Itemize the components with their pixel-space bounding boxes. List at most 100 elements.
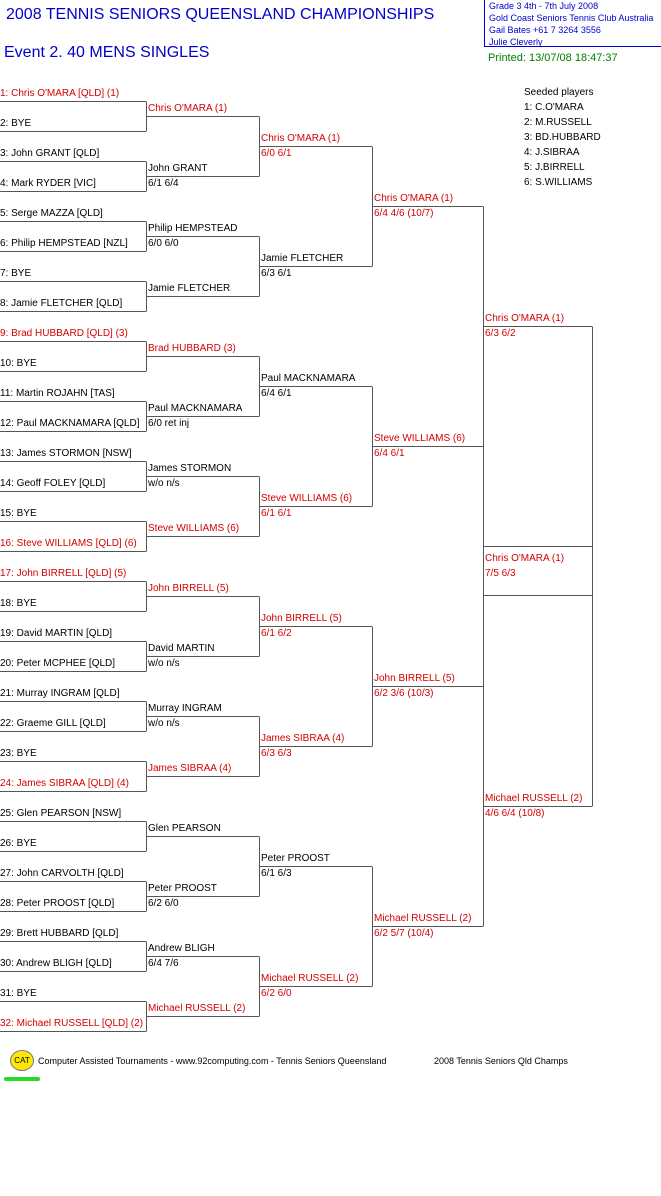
score-r3-5: 6/1 6/2	[261, 628, 292, 639]
entry-r1-24: 24: James SIBRAA [QLD] (4)	[0, 778, 129, 789]
seed-2: 2: M.RUSSELL	[524, 117, 592, 128]
winner-r3-1: Chris O'MARA (1)	[261, 133, 341, 144]
winner-r2-14: Peter PROOST	[148, 883, 217, 894]
seed-5: 5: J.BIRRELL	[524, 162, 585, 173]
entry-r1-2: 2: BYE	[0, 118, 32, 129]
winner-r2-15: Andrew BLIGH	[148, 943, 215, 954]
winner-r3-2: Jamie FLETCHER	[261, 253, 344, 264]
entry-r1-32: 32: Michael RUSSELL [QLD] (2)	[0, 1018, 144, 1029]
event-title: Event 2. 40 MENS SINGLES	[4, 44, 210, 61]
score-r3-4: 6/1 6/1	[261, 508, 292, 519]
winner-r2-6: Paul MACKNAMARA	[148, 403, 243, 414]
entry-r1-28: 28: Peter PROOST [QLD]	[0, 898, 115, 909]
score-r2-2: 6/1 6/4	[148, 178, 179, 189]
entry-r1-21: 21: Murray INGRAM [QLD]	[0, 688, 120, 699]
winner-r2-8: Steve WILLIAMS (6)	[148, 523, 240, 534]
winner-r3-8: Michael RUSSELL (2)	[261, 973, 359, 984]
seeded-players-heading: Seeded players	[524, 87, 594, 98]
score-r2-10: w/o n/s	[148, 658, 180, 669]
winner-r3-4: Steve WILLIAMS (6)	[261, 493, 353, 504]
score-r2-3: 6/0 6/0	[148, 238, 179, 249]
winner-r2-2: John GRANT	[148, 163, 208, 174]
score-r4-3: 6/2 3/6 (10/3)	[374, 688, 434, 699]
winner-r2-3: Philip HEMPSTEAD	[148, 223, 238, 234]
champion-score: 7/5 6/3	[485, 568, 516, 579]
entry-r1-27: 27: John CARVOLTH [QLD]	[0, 868, 124, 879]
winner-r2-10: David MARTIN	[148, 643, 215, 654]
score-r3-3: 6/4 6/1	[261, 388, 292, 399]
entry-r1-13: 13: James STORMON [NSW]	[0, 448, 132, 459]
winner-r5-1: Chris O'MARA (1)	[485, 313, 565, 324]
winner-r3-3: Paul MACKNAMARA	[261, 373, 356, 384]
score-r3-7: 6/1 6/3	[261, 868, 292, 879]
seed-3: 3: BD.HUBBARD	[524, 132, 601, 143]
entry-r1-7: 7: BYE	[0, 268, 32, 279]
winner-r2-12: James SIBRAA (4)	[148, 763, 232, 774]
winner-r2-16: Michael RUSSELL (2)	[148, 1003, 246, 1014]
score-r2-6: 6/0 ret inj	[148, 418, 190, 429]
winner-r3-5: John BIRRELL (5)	[261, 613, 342, 624]
entry-r1-25: 25: Glen PEARSON [NSW]	[0, 808, 122, 819]
score-r2-15: 6/4 7/6	[148, 958, 179, 969]
entry-r1-26: 26: BYE	[0, 838, 37, 849]
entry-r1-11: 11: Martin ROJAHN [TAS]	[0, 388, 115, 399]
entry-r1-18: 18: BYE	[0, 598, 37, 609]
score-r4-2: 6/4 6/1	[374, 448, 405, 459]
entry-r1-4: 4: Mark RYDER [VIC]	[0, 178, 96, 189]
winner-r2-4: Jamie FLETCHER	[148, 283, 231, 294]
entry-r1-16: 16: Steve WILLIAMS [QLD] (6)	[0, 538, 137, 549]
entry-r1-12: 12: Paul MACKNAMARA [QLD]	[0, 418, 140, 429]
cat-logo: CAT	[10, 1050, 34, 1071]
entry-r1-14: 14: Geoff FOLEY [QLD]	[0, 478, 106, 489]
seed-4: 4: J.SIBRAA	[524, 147, 580, 158]
printed-timestamp: Printed: 13/07/08 18:47:37	[488, 52, 618, 64]
winner-r5-2: Michael RUSSELL (2)	[485, 793, 583, 804]
entry-r1-29: 29: Brett HUBBARD [QLD]	[0, 928, 119, 939]
entry-r1-8: 8: Jamie FLETCHER [QLD]	[0, 298, 123, 309]
info-club: Gold Coast Seniors Tennis Club Australia	[489, 13, 654, 23]
info-referee: Julie Cleverly	[489, 37, 543, 47]
seed-1: 1: C.O'MARA	[524, 102, 584, 113]
cat-logo-underline	[4, 1077, 40, 1081]
footer-credit: Computer Assisted Tournaments - www.92co…	[38, 1056, 387, 1066]
score-r5-1: 6/3 6/2	[485, 328, 516, 339]
winner-r2-5: Brad HUBBARD (3)	[148, 343, 236, 354]
winner-r2-13: Glen PEARSON	[148, 823, 221, 834]
entry-r1-22: 22: Graeme GILL [QLD]	[0, 718, 106, 729]
winner-r2-9: John BIRRELL (5)	[148, 583, 229, 594]
winner-r4-2: Steve WILLIAMS (6)	[374, 433, 466, 444]
tournament-info-box: Grade 3 4th - 7th July 2008 Gold Coast S…	[484, 0, 661, 47]
winner-r4-3: John BIRRELL (5)	[374, 673, 455, 684]
score-r4-4: 6/2 5/7 (10/4)	[374, 928, 434, 939]
entry-r1-20: 20: Peter MCPHEE [QLD]	[0, 658, 116, 669]
score-r3-6: 6/3 6/3	[261, 748, 292, 759]
entry-r1-9: 9: Brad HUBBARD [QLD] (3)	[0, 328, 128, 339]
entry-r1-6: 6: Philip HEMPSTEAD [NZL]	[0, 238, 128, 249]
score-r5-2: 4/6 6/4 (10/8)	[485, 808, 545, 819]
entry-r1-30: 30: Andrew BLIGH [QLD]	[0, 958, 112, 969]
score-r3-1: 6/0 6/1	[261, 148, 292, 159]
entry-r1-3: 3: John GRANT [QLD]	[0, 148, 100, 159]
footer-event-name: 2008 Tennis Seniors Qld Champs	[434, 1056, 568, 1066]
info-contact: Gail Bates +61 7 3264 3556	[489, 25, 601, 35]
winner-r3-7: Peter PROOST	[261, 853, 330, 864]
winner-r3-6: James SIBRAA (4)	[261, 733, 345, 744]
winner-r4-1: Chris O'MARA (1)	[374, 193, 454, 204]
entry-r1-15: 15: BYE	[0, 508, 37, 519]
entry-r1-23: 23: BYE	[0, 748, 37, 759]
entry-r1-5: 5: Serge MAZZA [QLD]	[0, 208, 103, 219]
tournament-title: 2008 TENNIS SENIORS QUEENSLAND CHAMPIONS…	[6, 6, 435, 23]
score-r2-14: 6/2 6/0	[148, 898, 179, 909]
score-r2-7: w/o n/s	[148, 478, 180, 489]
champion-name: Chris O'MARA (1)	[485, 553, 565, 564]
entry-r1-19: 19: David MARTIN [QLD]	[0, 628, 113, 639]
winner-r4-4: Michael RUSSELL (2)	[374, 913, 472, 924]
entry-r1-1: 1: Chris O'MARA [QLD] (1)	[0, 88, 120, 99]
seed-6: 6: S.WILLIAMS	[524, 177, 593, 188]
score-r2-11: w/o n/s	[148, 718, 180, 729]
score-r4-1: 6/4 4/6 (10/7)	[374, 208, 434, 219]
score-r3-2: 6/3 6/1	[261, 268, 292, 279]
winner-r2-11: Murray INGRAM	[148, 703, 222, 714]
winner-r2-1: Chris O'MARA (1)	[148, 103, 228, 114]
